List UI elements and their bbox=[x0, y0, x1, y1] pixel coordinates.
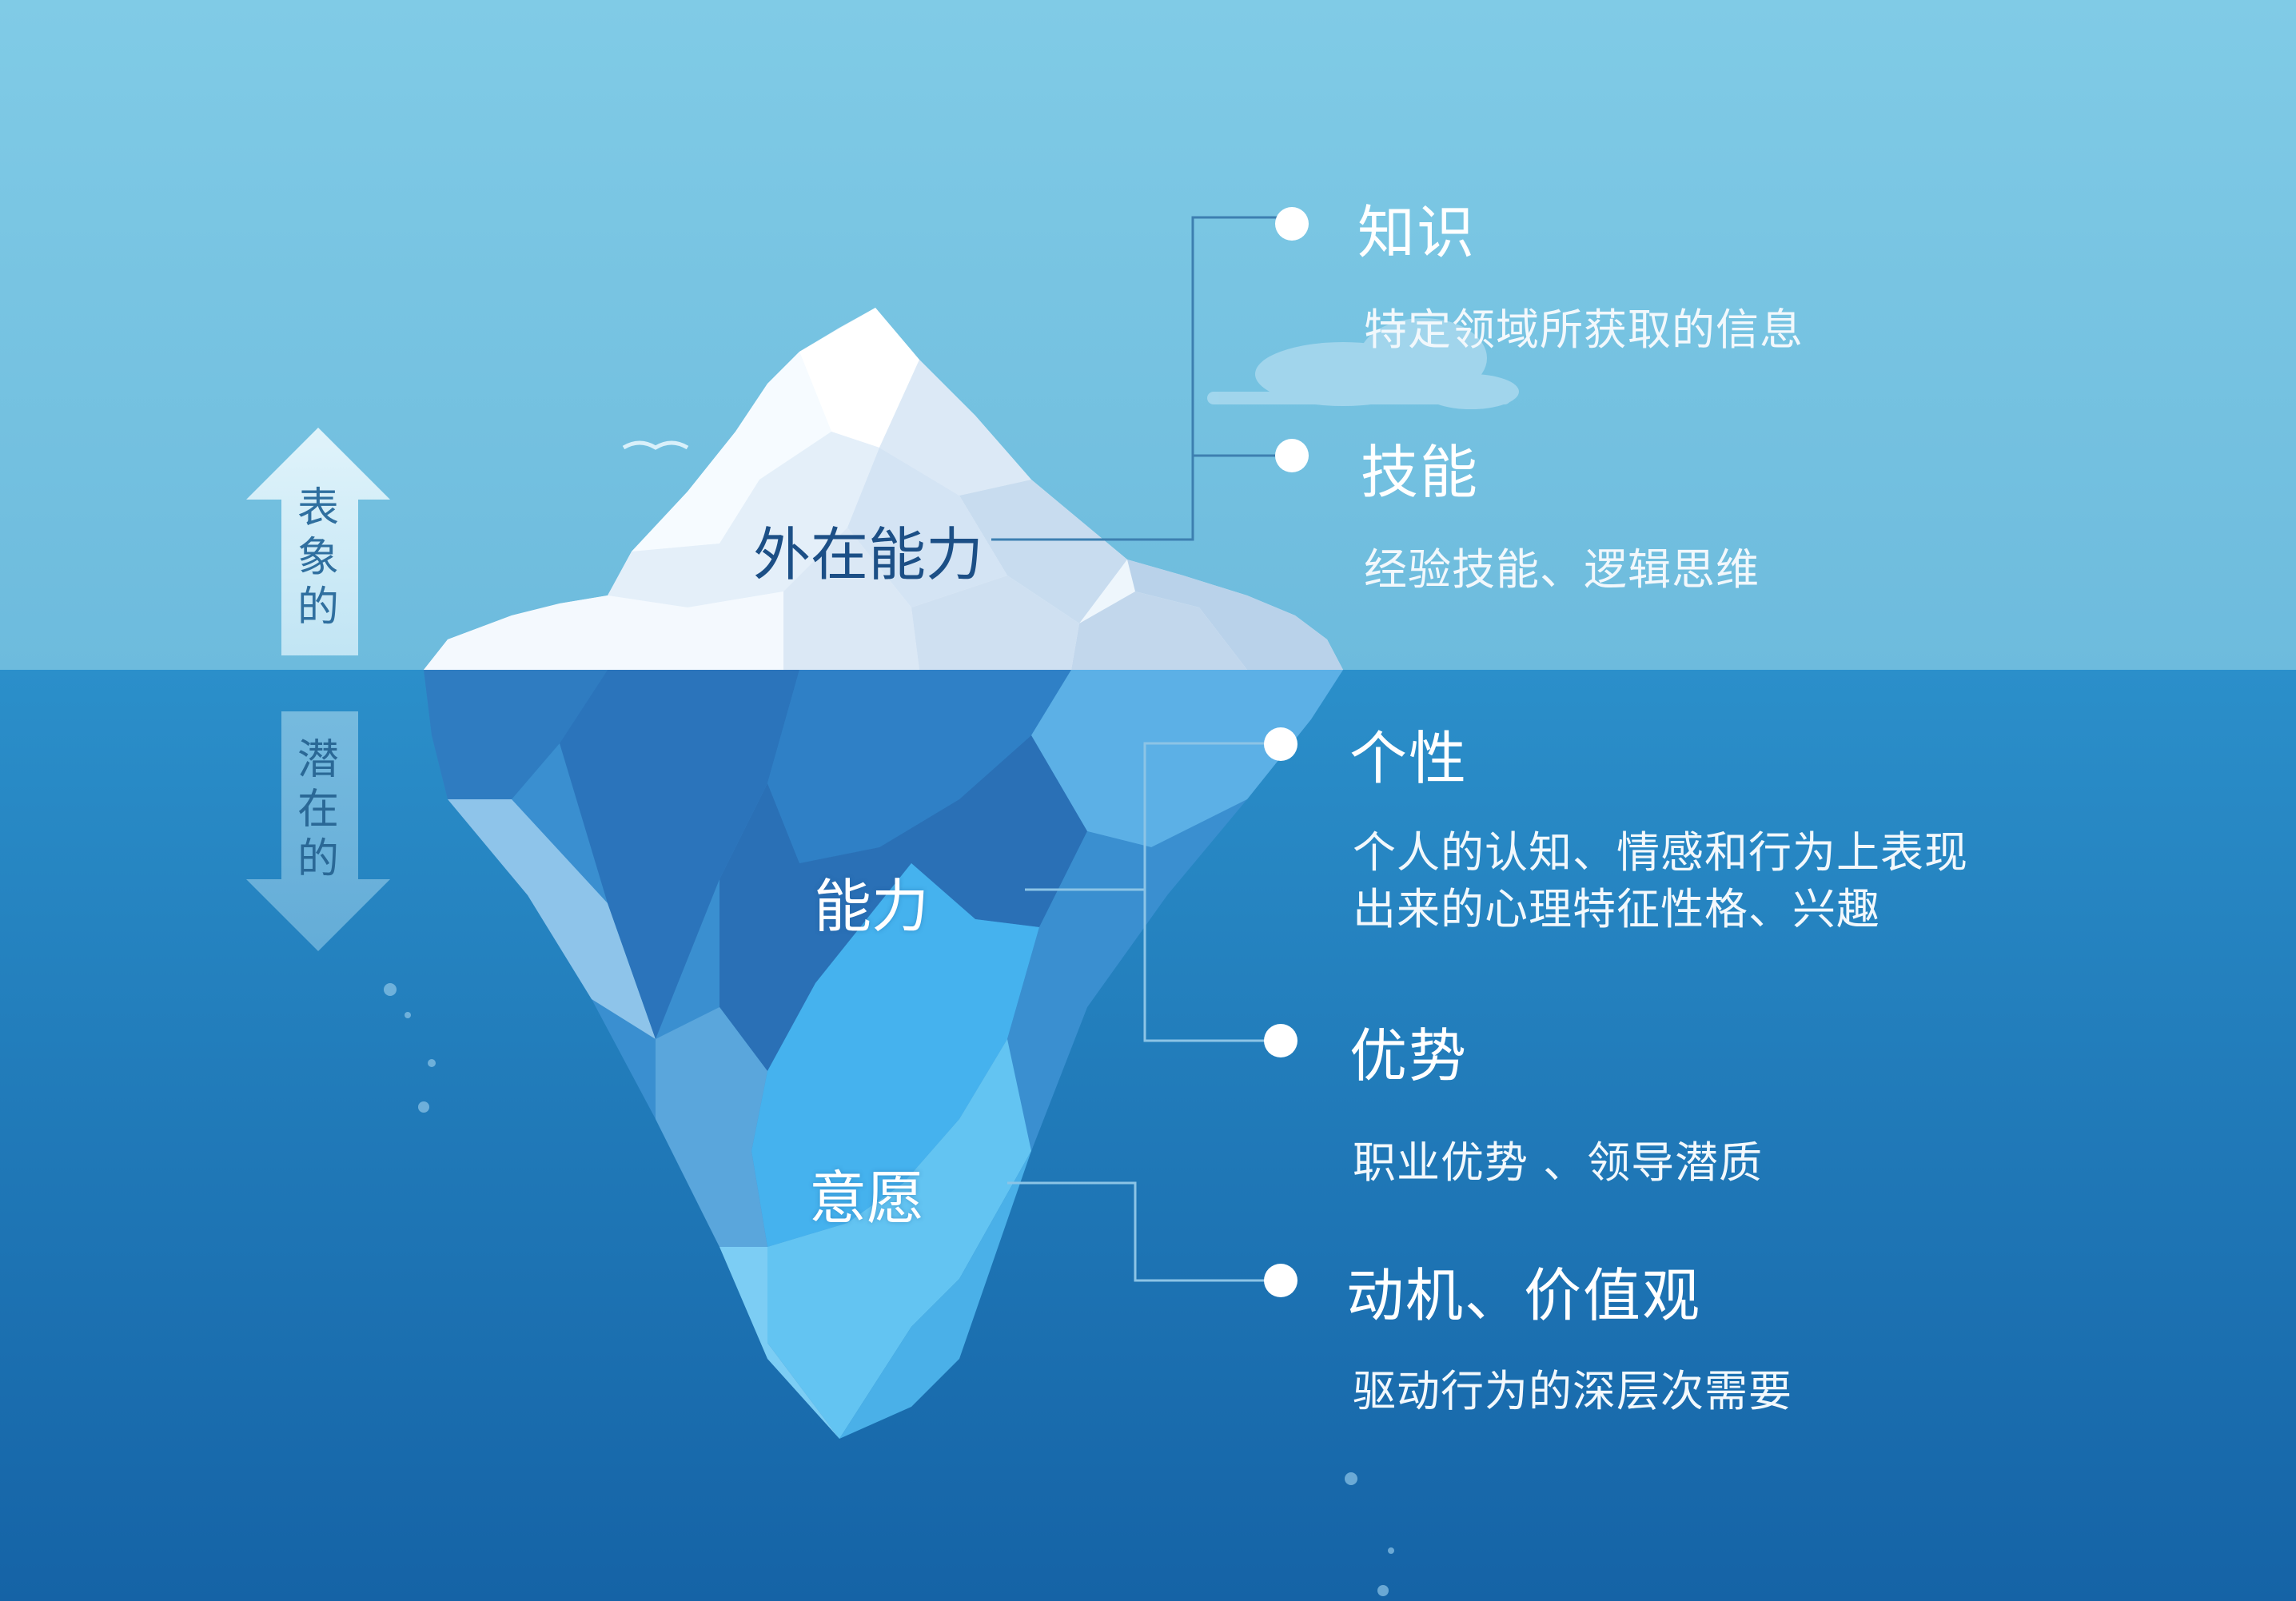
motive-title: 动机、价值观 bbox=[1346, 1262, 1702, 1329]
skill-title: 技能 bbox=[1361, 439, 1480, 506]
cloud-icon bbox=[1207, 318, 1519, 409]
connector-lines bbox=[991, 216, 1279, 541]
bubbles bbox=[384, 983, 1394, 1596]
bullet-motive bbox=[1264, 1264, 1297, 1297]
knowledge-title: 知识 bbox=[1357, 199, 1477, 266]
knowledge-desc: 特定领域所获取的信息 bbox=[1364, 305, 1804, 355]
personality-title: 个性 bbox=[1349, 725, 1469, 792]
bullet-dots bbox=[1264, 207, 1309, 1297]
bullet-strength bbox=[1264, 1024, 1297, 1057]
bullet-personality bbox=[1264, 727, 1297, 761]
motive-desc: 驱动行为的深层次需要 bbox=[1353, 1366, 1792, 1416]
bullet-skill bbox=[1275, 439, 1309, 472]
external-ability-label: 外在能力 bbox=[753, 521, 984, 588]
surface-label: 表象的 bbox=[297, 484, 339, 631]
personality-desc-line1: 个人的认知、情感和行为上表现 bbox=[1353, 827, 1968, 878]
iceberg-top bbox=[424, 308, 1343, 670]
bullet-knowledge bbox=[1275, 207, 1309, 241]
personality-desc-line2: 出来的心理特征性格、兴趣 bbox=[1353, 884, 1880, 934]
surface-arrow bbox=[246, 428, 390, 655]
connector-lines-underwater bbox=[1007, 742, 1279, 1282]
sky-background bbox=[0, 0, 2296, 670]
bird-icon bbox=[622, 440, 689, 450]
hidden-arrow bbox=[246, 711, 390, 951]
strength-title: 优势 bbox=[1349, 1022, 1469, 1089]
strength-desc: 职业优势 、领导潜质 bbox=[1353, 1137, 1764, 1188]
hidden-label: 潜在的 bbox=[297, 736, 339, 883]
skill-desc: 经验技能、逻辑思维 bbox=[1364, 544, 1760, 595]
ability-label: 能力 bbox=[814, 873, 930, 940]
iceberg-bottom bbox=[424, 670, 1343, 1439]
will-label: 意愿 bbox=[809, 1165, 925, 1232]
